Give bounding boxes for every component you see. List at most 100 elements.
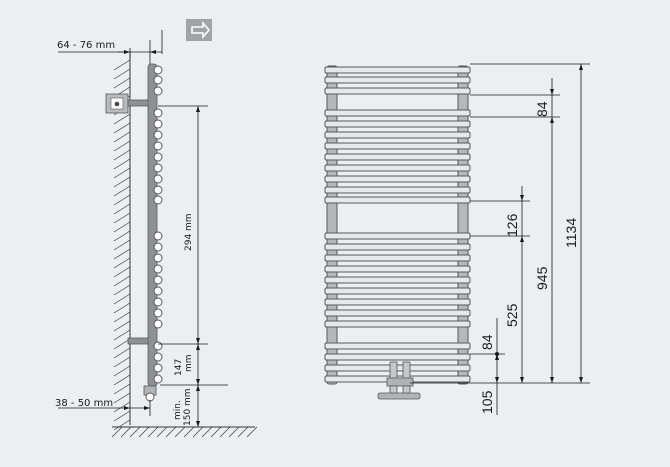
side-tube-circle [153, 231, 163, 241]
floor-hatch-line [237, 426, 249, 438]
floor-hatch-line [156, 426, 168, 438]
wall-hatch-line [113, 266, 131, 278]
wall-hatch-line [113, 401, 131, 413]
front-tube-bar [324, 232, 471, 240]
wall-hatch-line [113, 419, 131, 431]
side-tube-circle [153, 174, 163, 184]
lower-mount-arm [127, 337, 151, 345]
wall-hatch-line [113, 194, 131, 206]
wall-gap-label: 64 - 76 mm [57, 40, 115, 51]
side-tube-circle [153, 242, 163, 252]
floor-hatch-line [210, 426, 222, 438]
front-tube-bar [324, 287, 471, 295]
wall-hatch-line [113, 284, 131, 296]
side-tube-circle [153, 185, 163, 195]
front-tube-bar [324, 120, 471, 128]
side-tube-circle [153, 286, 163, 296]
wall-hatch-line [113, 410, 131, 422]
wall-hatch-line [113, 293, 131, 305]
side-tube-circle [153, 195, 163, 205]
floor-hatch-line [201, 426, 213, 438]
valve-assembly [377, 361, 421, 400]
front-tube-bar [324, 309, 471, 317]
wall-hatch-line [113, 203, 131, 215]
front-tube-bar [324, 196, 471, 204]
dim-total-label: 1134 [563, 218, 579, 248]
front-tube-bar [324, 153, 471, 161]
front-tube-bar [324, 66, 471, 74]
wall-hatch-line [113, 338, 131, 350]
pitch-upper-label: 294 mm [184, 213, 194, 251]
wall-hatch-line [113, 311, 131, 323]
wall-hatch-line [113, 302, 131, 314]
wall-hatch-line [113, 383, 131, 395]
front-tube-bar [324, 265, 471, 273]
pitch-lower-value: 147 [174, 359, 184, 376]
front-tube-bar [324, 76, 471, 84]
front-tube-bar [324, 298, 471, 306]
side-tube-circle [153, 141, 163, 151]
floor-hatch-line [111, 426, 123, 438]
side-tube-circle [153, 253, 163, 263]
pitch-lower-unit: mm [184, 354, 194, 372]
side-tube-circle [153, 86, 163, 96]
dim-gap-label: 126 [504, 213, 520, 237]
floor-hatch-line [165, 426, 177, 438]
front-tube-bar [324, 175, 471, 183]
side-tube-circle [153, 119, 163, 129]
wall-hatch-line [113, 113, 131, 125]
floor-min-label: min. [173, 400, 183, 420]
dim-mid-label: 945 [534, 266, 550, 290]
wall-hatch-line [113, 329, 131, 341]
front-tube-bar [324, 164, 471, 172]
front-tube-bar [324, 320, 471, 328]
floor-hatch-line [192, 426, 204, 438]
floor-hatch-line [174, 426, 186, 438]
dim-top-bar-label: 84 [534, 101, 550, 117]
floor-hatch-line [129, 426, 141, 438]
wall-hatch-line [113, 185, 131, 197]
side-tube-circle [153, 108, 163, 118]
front-tube-bar [324, 186, 471, 194]
front-tube-bar [324, 131, 471, 139]
wall-hatch-line [113, 392, 131, 404]
front-tube-bar [324, 254, 471, 262]
wall-hatch-line [113, 167, 131, 179]
side-tube-circle [153, 152, 163, 162]
floor-hatch-line [219, 426, 231, 438]
top-offset-label: 38 - 50 mm [55, 398, 113, 409]
wall-hatch-line [113, 59, 131, 71]
side-tube-circle [153, 163, 163, 173]
wall-hatch-line [113, 77, 131, 89]
wall-hatch-line [113, 149, 131, 161]
side-tube-circle [153, 275, 163, 285]
wall-hatch-line [113, 365, 131, 377]
upper-mount-arm [127, 99, 151, 107]
wall-hatch-line [113, 212, 131, 224]
wall-hatch-line [113, 230, 131, 242]
dim-bottom-bar-label: 84 [479, 334, 495, 350]
wall-hatch-line [113, 176, 131, 188]
wall-hatch-line [113, 257, 131, 269]
wall-hatch-line [113, 68, 131, 80]
front-tube-bar [324, 87, 471, 95]
floor-hatch-line [147, 426, 159, 438]
wall-hatch-line [113, 221, 131, 233]
side-tube-circle [153, 374, 163, 384]
front-tube-bar [324, 342, 471, 350]
wall-hatch-line [113, 356, 131, 368]
side-tube-circle [153, 352, 163, 362]
wall-hatch-line [113, 248, 131, 260]
side-tube-circle [153, 319, 163, 329]
front-tubes [324, 66, 471, 383]
floor-distance-label: 150 mm [183, 388, 193, 426]
wall-hatch-line [113, 320, 131, 332]
side-tube-circle [153, 75, 163, 85]
wall-hatching [113, 59, 131, 431]
front-view: 1134 945 84 126 525 84 105 [324, 63, 590, 415]
floor-hatch-line [246, 426, 258, 438]
floor-hatch-line [228, 426, 240, 438]
front-tube-bar [324, 142, 471, 150]
wall-hatch-line [113, 158, 131, 170]
